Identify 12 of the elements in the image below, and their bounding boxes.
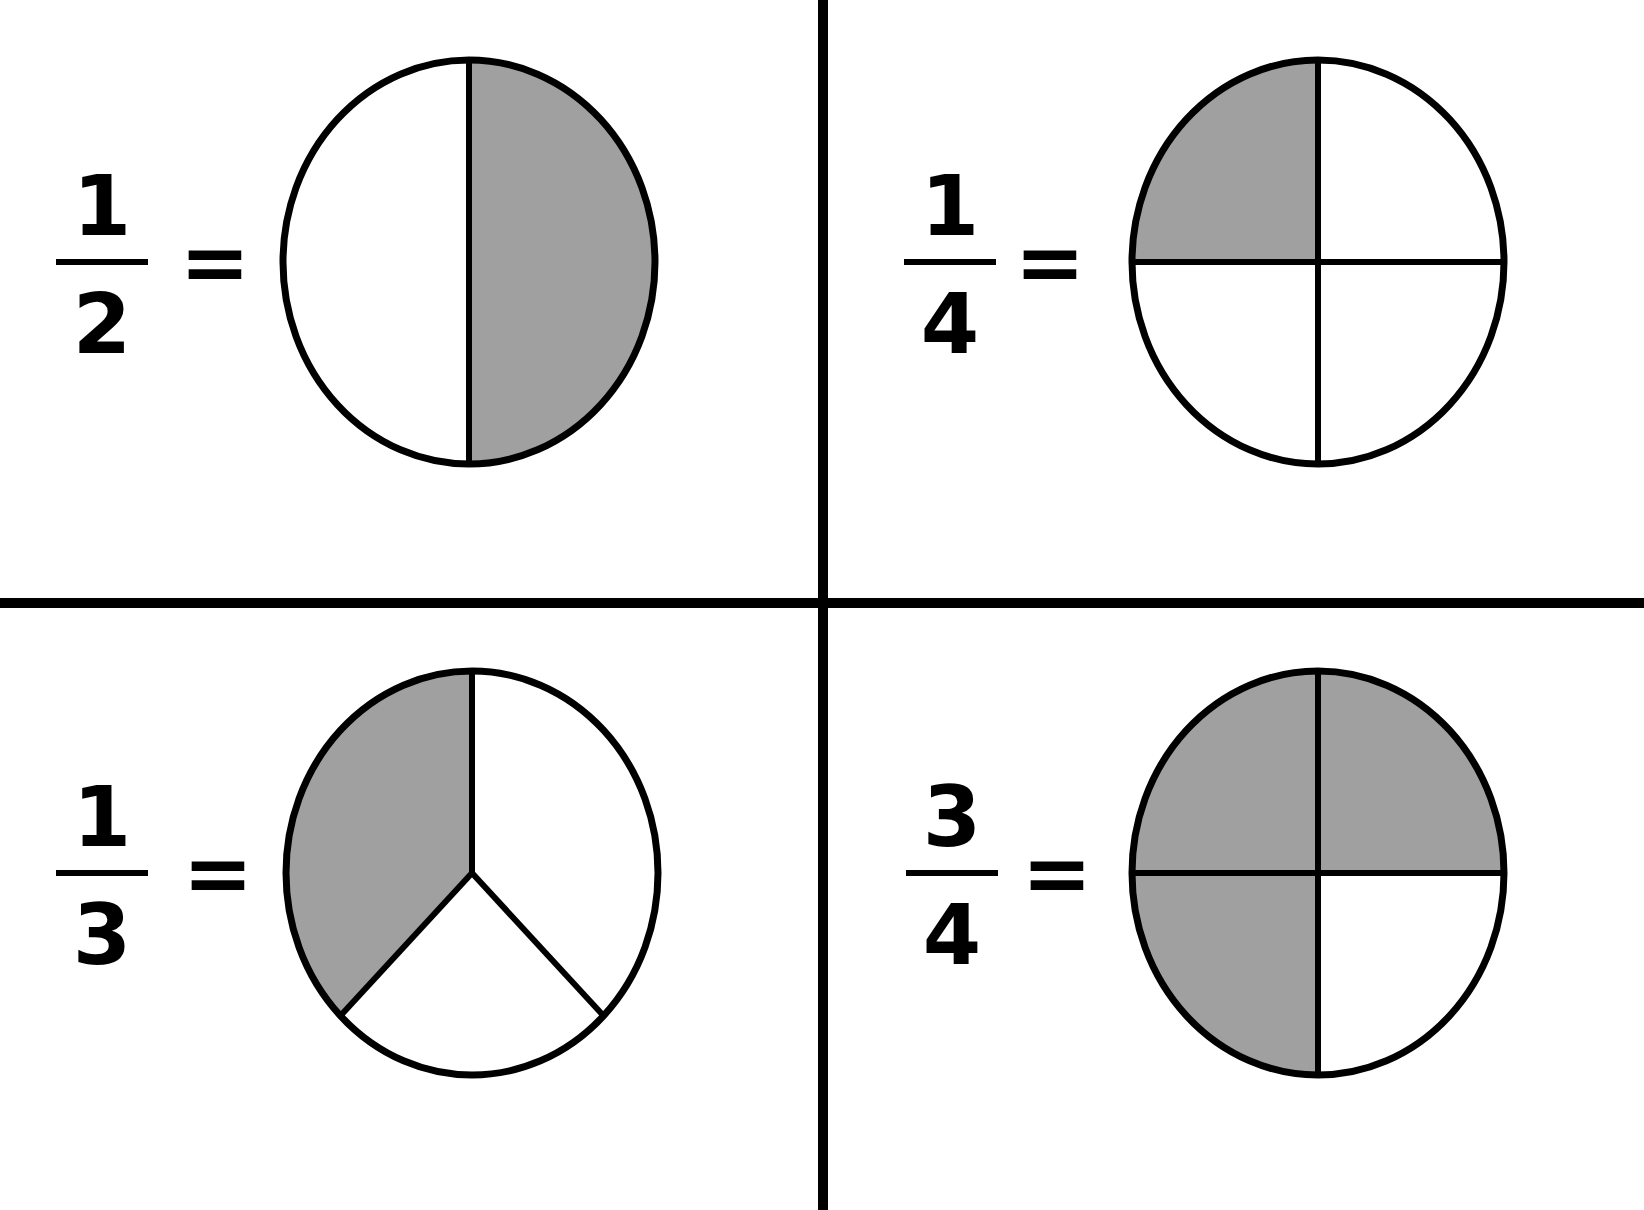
- fraction-denominator: 4: [920, 282, 980, 366]
- equals-sign: =: [1021, 831, 1093, 915]
- fraction-denominator: 3: [72, 893, 132, 977]
- fraction-numerator: 3: [922, 775, 982, 859]
- fraction-numerator: 1: [920, 164, 980, 248]
- fraction-numerator: 1: [72, 775, 132, 859]
- equals-sign: =: [179, 220, 251, 304]
- equals-sign: =: [1014, 220, 1086, 304]
- fraction-denominator: 4: [922, 893, 982, 977]
- fraction-denominator: 2: [72, 282, 132, 366]
- equals-sign: =: [182, 831, 254, 915]
- fraction-numerator: 1: [72, 164, 132, 248]
